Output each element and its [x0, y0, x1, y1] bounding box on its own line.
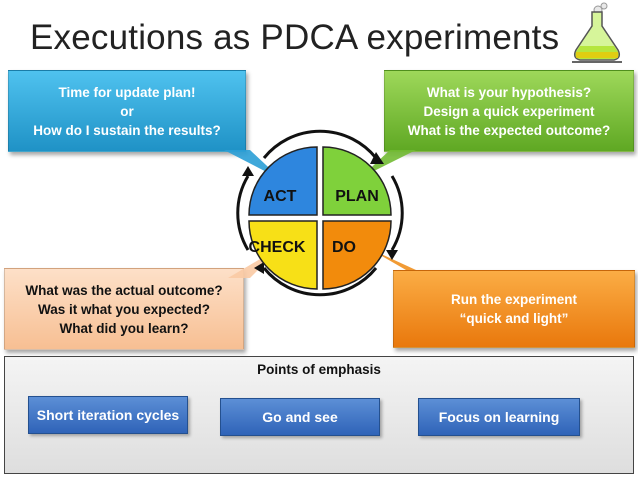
callout-do: Run the experiment “quick and light”	[393, 270, 635, 348]
pdca-cycle: ACT PLAN CHECK DO	[224, 129, 416, 297]
cycle-arrow-right	[390, 175, 404, 251]
callout-line: How do I sustain the results?	[33, 122, 221, 138]
callout-line: What is your hypothesis?	[426, 84, 592, 100]
label-act: ACT	[264, 188, 297, 205]
callout-plan: What is your hypothesis? Design a quick …	[384, 70, 634, 152]
quadrant-plan	[322, 146, 392, 216]
emphasis-short-iteration: Short iteration cycles	[28, 396, 188, 434]
quadrant-check	[248, 220, 318, 290]
quadrant-act	[248, 146, 318, 216]
callout-line: What is the expected outcome?	[407, 122, 611, 138]
callout-line: Was it what you expected?	[37, 301, 211, 317]
callout-line: Run the experiment	[450, 292, 578, 307]
cycle-arrow-left	[236, 175, 250, 251]
label-check: CHECK	[249, 239, 306, 256]
arrowhead	[370, 152, 384, 164]
emphasis-title: Points of emphasis	[257, 362, 381, 377]
label-plan: PLAN	[335, 188, 379, 205]
emphasis-go-and-see: Go and see	[220, 398, 380, 436]
callout-line: Time for update plan!	[58, 84, 196, 100]
label-do: DO	[332, 239, 356, 256]
callout-line: or	[120, 103, 134, 119]
emphasis-focus-learning: Focus on learning	[418, 398, 580, 436]
arrowhead	[242, 166, 254, 176]
callout-line: Design a quick experiment	[423, 103, 595, 119]
callout-line: What did you learn?	[59, 320, 189, 336]
arrowhead	[254, 262, 264, 274]
callout-line: “quick and light”	[459, 311, 569, 326]
callout-act: Time for update plan! or How do I sustai…	[8, 70, 246, 152]
cycle-arrow-top	[262, 129, 378, 159]
callout-check: What was the actual outcome? Was it what…	[4, 268, 244, 350]
arrowhead	[386, 250, 398, 260]
callout-line: What was the actual outcome?	[25, 282, 223, 298]
flask-icon	[572, 2, 622, 63]
quadrant-do	[322, 220, 392, 290]
cycle-arrow-bottom	[262, 267, 378, 297]
slide-title: Executions as PDCA experiments	[30, 18, 560, 57]
